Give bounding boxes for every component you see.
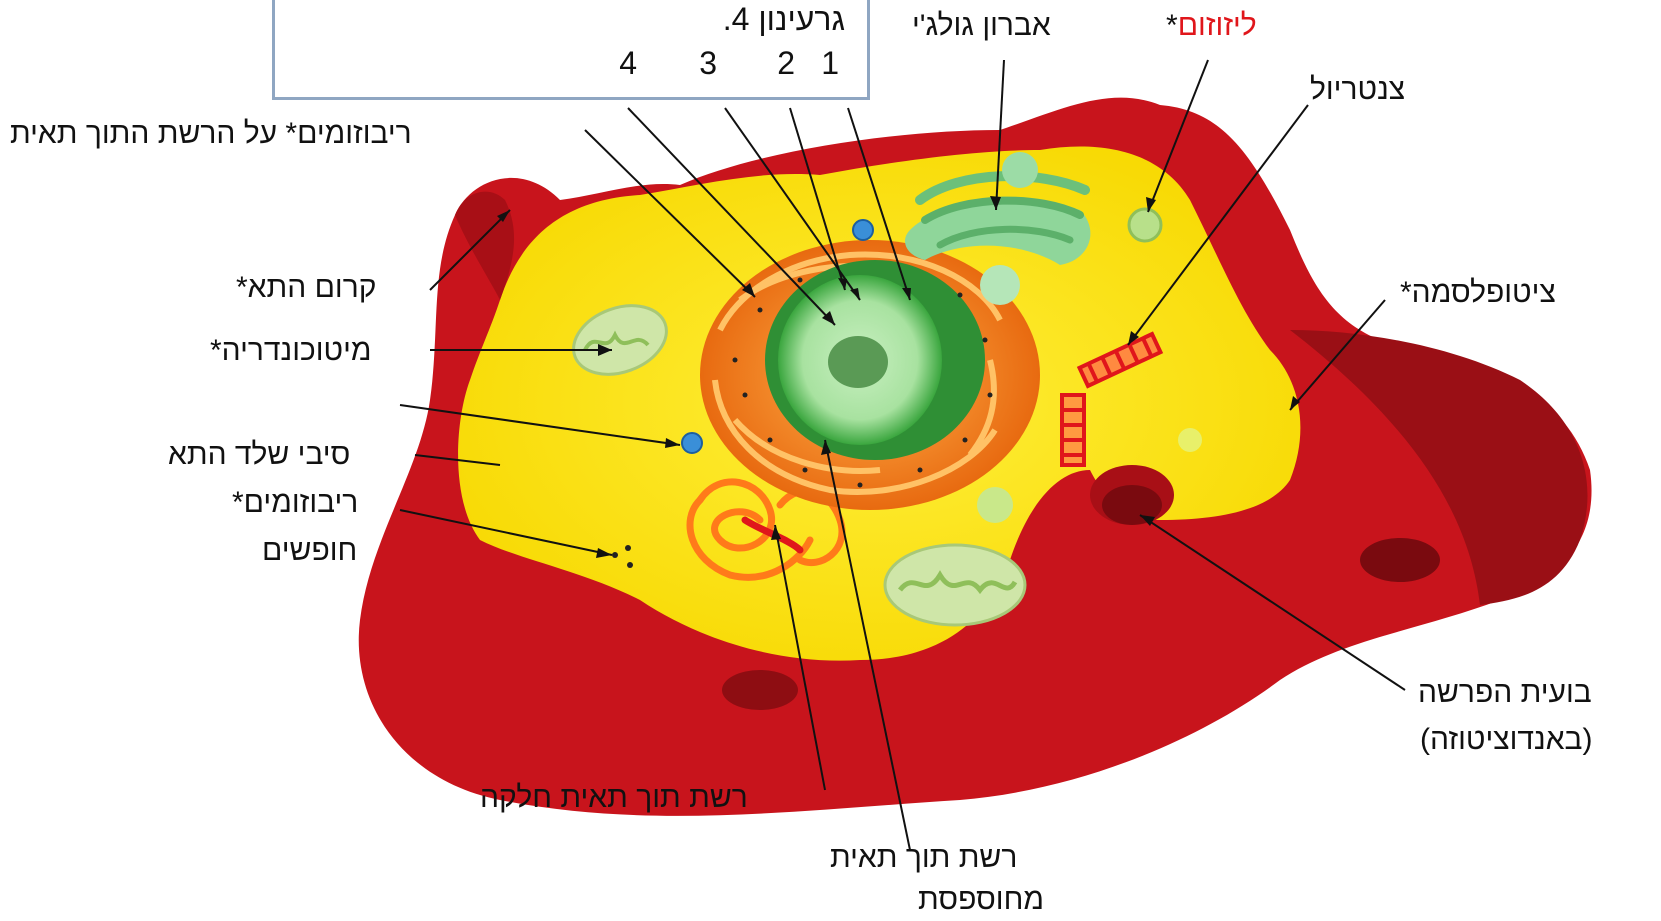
label-rough-er-2: מחוספסת [918, 882, 1044, 918]
label-lysosome-text: ליזוזום [1178, 9, 1257, 42]
box-number-2: 2 [777, 45, 795, 82]
label-cytoskeleton: סיבי שלד התא [168, 437, 350, 473]
label-secretory-vesicle-2: (באנדוציטוזה) [1420, 722, 1593, 758]
label-cytoplasm: ציטופלסמה* [1400, 275, 1556, 311]
box-number-1: 1 [821, 45, 839, 82]
label-smooth-er: רשת תוך תאית חלקה [480, 780, 748, 816]
box-number-4: 4 [619, 45, 637, 82]
label-mitochondria: מיטוכונדריה* [210, 333, 372, 369]
label-lysosome: ליזוזום* [1166, 8, 1257, 44]
box-number-3: 3 [699, 45, 717, 82]
label-free-ribosomes-1: ריבוזומים* [232, 485, 358, 521]
nucleolus-label: .4 גרעינון [723, 1, 845, 38]
secretory-vesicle [1090, 465, 1174, 525]
label-free-ribosomes-2: חופשים [262, 533, 357, 569]
label-rough-er-1: רשת תוך תאית [830, 840, 1017, 876]
label-lysosome-star: * [1166, 9, 1178, 42]
nucleus-number-box: .4 גרעינון 1 2 3 4 [272, 0, 870, 100]
label-secretory-vesicle-1: בועית הפרשה [1418, 675, 1592, 711]
label-cell-membrane: קרום התא* [236, 270, 376, 306]
lysosome [1129, 209, 1161, 241]
label-ribosomes-on-er: ריבוזומים* על הרשת התוך תאית [10, 116, 412, 152]
label-golgi: אברון גולג'י [912, 8, 1051, 44]
label-centriole: צנטריול [1310, 72, 1405, 108]
